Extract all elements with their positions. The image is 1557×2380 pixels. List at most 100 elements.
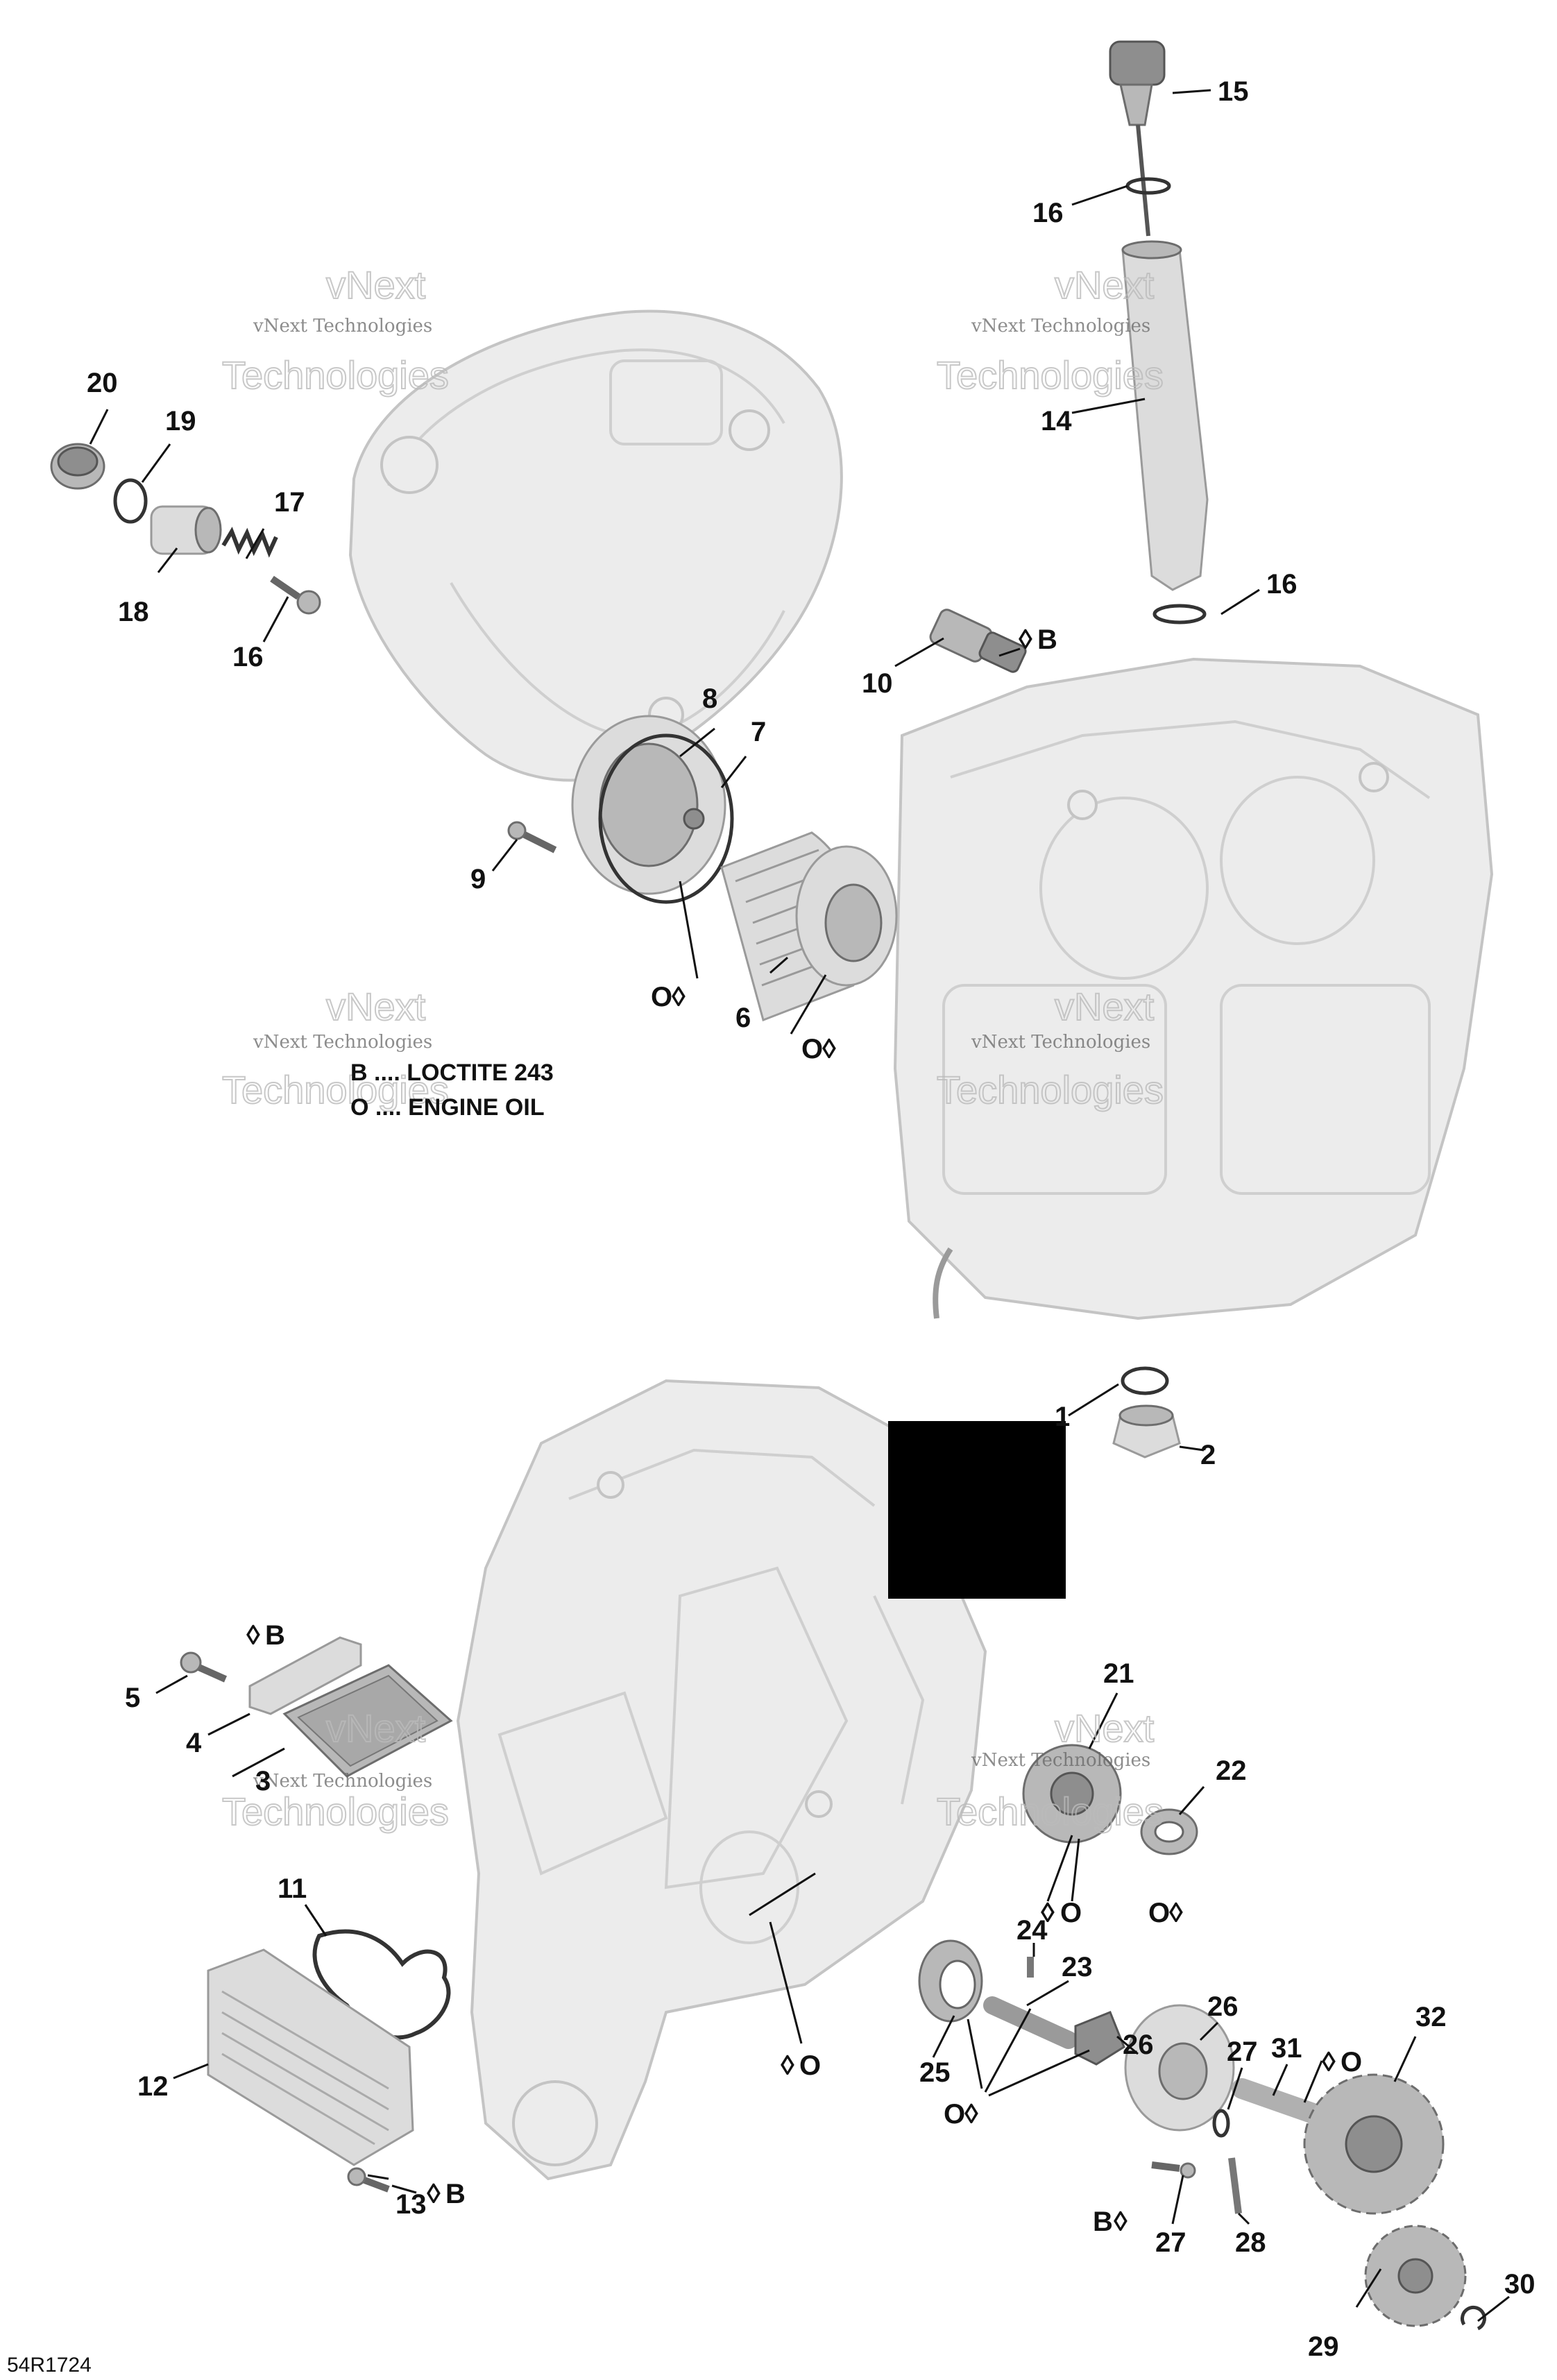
part-12-oil-cooler: [207, 1948, 414, 2166]
svg-text:vNext Technologies: vNext Technologies: [971, 316, 1150, 337]
part-24-shaft: [983, 1996, 1078, 2049]
part-9-bolt: [507, 821, 557, 853]
callout-7: 7: [751, 717, 766, 747]
callout-20: 19: [165, 406, 196, 436]
callout-31: 29: [1308, 2331, 1339, 2362]
part-7-o-ring: [598, 733, 734, 904]
part-16-o-ring-top: [1125, 177, 1171, 195]
legend-loctite: B .... LOCTITE 243: [350, 1060, 554, 1086]
part-19-valve-sleeve: [150, 505, 222, 555]
drop-icon: ◊: [1041, 1898, 1055, 1928]
callout-16-top: 16: [1032, 198, 1064, 228]
loctite-symbol: B: [445, 2179, 466, 2209]
watermark-top-left: vNext Technologies vNext Technologies: [221, 262, 450, 398]
part-34-gear: [1303, 2073, 1445, 2215]
svg-text:Technologies: Technologies: [937, 1790, 1164, 1833]
part-10-sensor: [929, 609, 1027, 673]
callout-3: 3: [255, 1766, 271, 1796]
callout-16-bottom: 16: [1266, 569, 1298, 600]
svg-text:vNext: vNext: [326, 263, 426, 307]
callout-17: 16: [232, 642, 264, 672]
part-3-screen: [282, 1664, 453, 1778]
svg-text:vNext: vNext: [1055, 985, 1155, 1028]
callout-15: 15: [1218, 76, 1249, 107]
part-1-washer: [1121, 1366, 1169, 1395]
drop-icon: ◊: [672, 982, 686, 1012]
callout-25: 24: [1016, 1915, 1048, 1946]
svg-text:vNext Technologies: vNext Technologies: [253, 316, 432, 337]
callout-11: 11: [278, 1873, 307, 1904]
drop-icon: ◊: [1019, 624, 1032, 655]
callout-33: 31: [1271, 2033, 1302, 2064]
part-26-inner-rotor: [1074, 2011, 1125, 2066]
callout-21: 20: [87, 368, 118, 398]
part-17-bolt: [270, 575, 321, 615]
watermark-top-right: vNext Technologies vNext Technologies: [936, 262, 1164, 398]
callout-29: 27: [1227, 2037, 1258, 2067]
svg-text:vNext Technologies: vNext Technologies: [253, 1771, 432, 1792]
leader-lines: [89, 89, 1510, 2322]
loctite-symbol: B: [1093, 2207, 1113, 2237]
drop-icon: ◊: [781, 2050, 794, 2081]
part-33-shaft: [1232, 2078, 1322, 2123]
drop-icon: ◊: [246, 1620, 260, 1651]
loctite-symbol: B: [1037, 624, 1057, 655]
watermark-bottom-right: vNext Technologies vNext Technologies: [936, 1706, 1164, 1834]
svg-text:vNext Technologies: vNext Technologies: [971, 1032, 1150, 1053]
callout-9: 9: [470, 864, 486, 894]
callout-5: 5: [125, 1683, 140, 1713]
watermark-mid-right: vNext Technologies vNext Technologies: [936, 984, 1164, 1112]
callout-19: 18: [118, 597, 149, 627]
svg-text:vNext Technologies: vNext Technologies: [253, 1032, 432, 1053]
redaction-block: [888, 1421, 1066, 1599]
part-14-dipstick-tube: [1121, 240, 1209, 591]
part-2-drain-plug: [1112, 1404, 1181, 1459]
part-21-plug: [50, 443, 105, 490]
part-13-bolt: [347, 2167, 390, 2193]
callout-22: 21: [1103, 1658, 1134, 1689]
callout-24: 23: [1062, 1952, 1093, 1982]
part-5-bolt: [180, 1651, 228, 1683]
part-31-gear: [1364, 2225, 1467, 2327]
svg-text:vNext: vNext: [326, 1706, 426, 1750]
svg-text:Technologies: Technologies: [222, 1068, 449, 1112]
oil-symbol: O: [1060, 1898, 1082, 1928]
callout-14: 14: [1041, 406, 1072, 436]
callout-34: 32: [1415, 2002, 1447, 2032]
part-32-circlip: [1461, 2305, 1486, 2331]
drop-icon: ◊: [1169, 1898, 1183, 1928]
watermark-mid-left: vNext Technologies vNext Technologies: [221, 984, 450, 1112]
part-30-pin: [1228, 2157, 1242, 2214]
callout-12: 12: [137, 2071, 169, 2102]
callout-23: 22: [1216, 1756, 1247, 1786]
callout-1: 1: [1055, 1402, 1070, 1432]
part-22-gear: [1022, 1744, 1122, 1844]
part-8-oil-filter-cover: [571, 715, 726, 895]
reference-code: 54R1724: [7, 2354, 92, 2377]
part-23-seal: [1140, 1808, 1198, 1855]
part-29-ring: [1212, 2109, 1230, 2138]
legend: B .... LOCTITE 243 O .... ENGINE OIL: [350, 1060, 554, 1121]
oil-symbol: O: [944, 2099, 965, 2130]
oil-symbol: O: [801, 1034, 823, 1064]
svg-text:vNext Technologies: vNext Technologies: [971, 1750, 1150, 1771]
oil-symbol: O: [651, 982, 672, 1012]
legend-engine-oil: O .... ENGINE OIL: [350, 1094, 545, 1121]
drop-icon: ◊: [1114, 2207, 1128, 2237]
svg-text:Technologies: Technologies: [937, 1068, 1164, 1112]
part-4-retainer-plate: [248, 1636, 362, 1715]
part-15-dipstick-cap: [1109, 40, 1166, 237]
part-6-oil-filter: [720, 831, 898, 1021]
part-18-spring: [221, 527, 278, 558]
callout-numbers: 15 16 14 16 10 20 19 17 18 16 8 7 9 6 1 …: [87, 76, 1535, 2362]
callout-26-right: 26: [1123, 2030, 1154, 2060]
svg-text:Technologies: Technologies: [937, 353, 1164, 397]
callout-6: 6: [735, 1003, 751, 1033]
drop-icon: ◊: [822, 1034, 836, 1064]
oil-symbol: O: [799, 2050, 821, 2081]
magneto-cover-housing: [348, 309, 843, 782]
callout-28: 27: [1155, 2227, 1186, 2258]
crankcase-upper-housing: [893, 657, 1494, 1320]
svg-text:vNext: vNext: [326, 985, 426, 1028]
callout-18: 17: [274, 487, 305, 518]
